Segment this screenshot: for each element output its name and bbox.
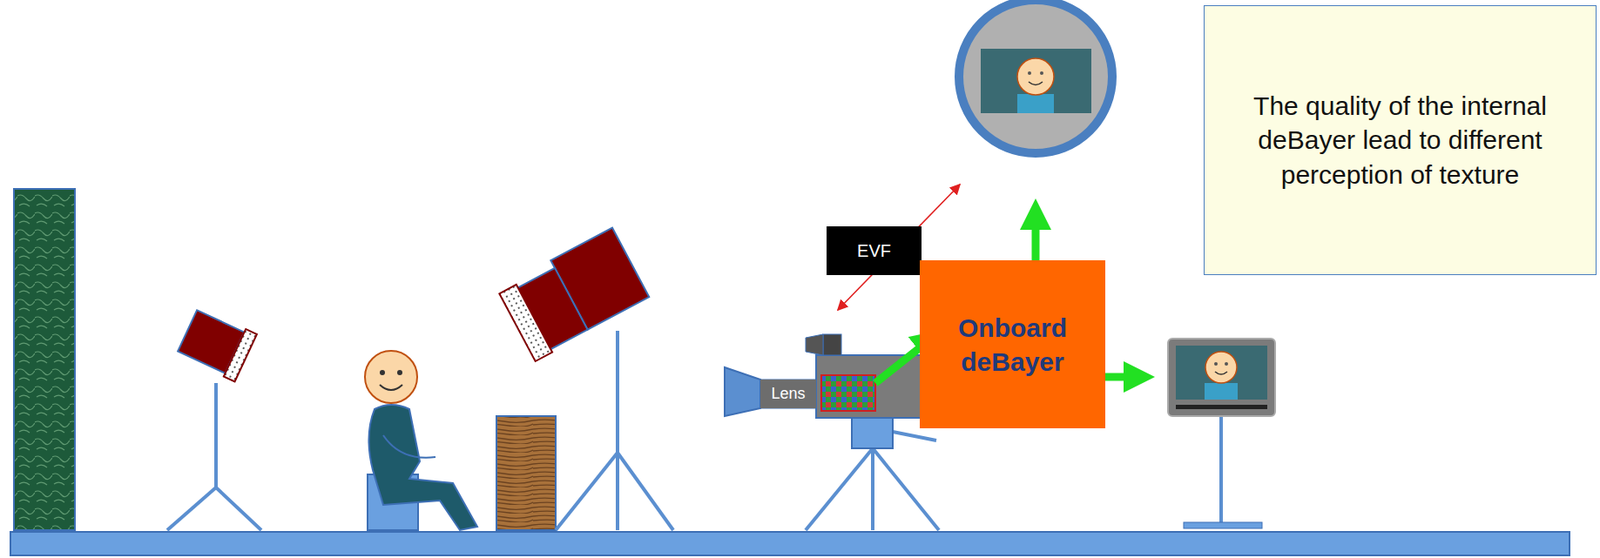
- node-text: Lens: [770, 384, 805, 404]
- note-box: The quality of the internal deBayer lead…: [1203, 5, 1597, 276]
- node-text: Onboard deBayer: [919, 310, 1106, 379]
- signal-arrow: [1032, 214, 1040, 261]
- camera: [724, 334, 939, 531]
- viewfinder-monitor: [958, 0, 1113, 154]
- backdrop: [13, 189, 75, 531]
- lens-label-box: Lens: [760, 379, 817, 409]
- small-light: [167, 307, 262, 531]
- evf-box: EVF: [826, 226, 922, 276]
- signal-arrow: [1101, 373, 1140, 382]
- node-text: EVF: [857, 241, 892, 262]
- node-text: The quality of the internal deBayer lead…: [1242, 88, 1558, 193]
- debayer-box: Onboard deBayer: [919, 260, 1106, 429]
- floor: [10, 532, 1570, 556]
- field-monitor: [1167, 338, 1276, 529]
- wood-block: [496, 416, 556, 531]
- seated-person: [364, 351, 478, 531]
- key-light: [497, 228, 674, 531]
